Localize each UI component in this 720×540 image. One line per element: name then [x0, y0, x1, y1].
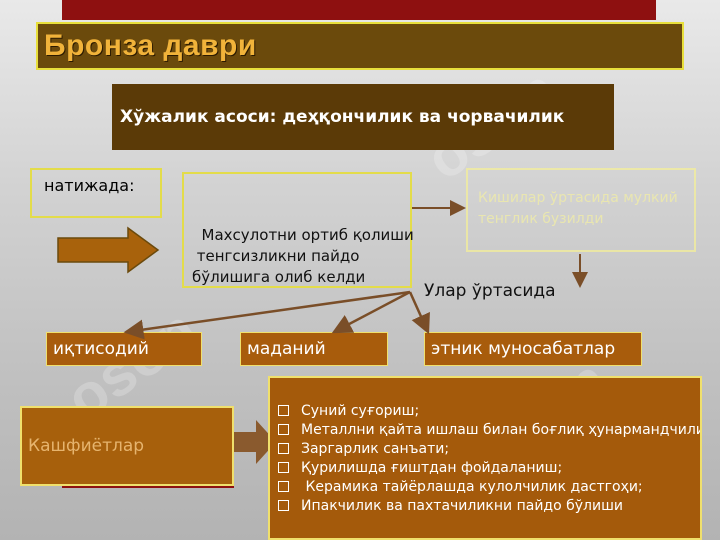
checkbox-bullet-icon [278, 500, 289, 511]
checkbox-bullet-icon [278, 481, 289, 492]
checkbox-bullet-icon [278, 424, 289, 435]
economy-basis-box: Хўжалик асоси: деҳқончилик ва чорвачилик [112, 84, 614, 150]
category-cultural: маданий [240, 332, 388, 366]
checkbox-bullet-icon [278, 443, 289, 454]
slide-title: Бронза даври [36, 22, 684, 70]
right-arrow-icon [57, 226, 160, 274]
surplus-text: Махсулотни ортиб қолиши тенгсизликни пай… [192, 226, 414, 286]
category-economic: иқтисодий [46, 332, 202, 366]
result-label-box: натижада: [30, 168, 162, 218]
result-label: натижада: [44, 176, 135, 195]
surplus-box: Махсулотни ортиб қолиши тенгсизликни пай… [182, 172, 414, 288]
list-item: Заргарлик санъати; [278, 440, 700, 459]
checkbox-bullet-icon [278, 405, 289, 416]
small-right-arrow-icon [234, 420, 276, 464]
between-label: Улар ўртасида [424, 281, 556, 301]
inequality-box: Кишилар ўртасида мулкий тенглик бузилди [466, 168, 696, 252]
list-item: Керамика тайёрлашда кулолчилик дастгоҳи; [278, 478, 700, 497]
inequality-text: Кишилар ўртасида мулкий тенглик бузилди [478, 190, 678, 227]
discoveries-list: Суний суғориш; Металлни қайта ишлаш била… [278, 402, 700, 516]
discoveries-label: Кашфиётлар [28, 436, 145, 456]
checkbox-bullet-icon [278, 462, 289, 473]
divider-line [62, 486, 234, 488]
discoveries-list-box: Суний суғориш; Металлни қайта ишлаш била… [268, 376, 702, 540]
discoveries-box: Кашфиётлар [20, 406, 234, 486]
list-item: Металлни қайта ишлаш билан боғлиқ ҳунарм… [278, 421, 700, 440]
category-ethnic: этник муносабатлар [424, 332, 642, 366]
connector-arrow [331, 290, 411, 334]
top-band [62, 0, 656, 20]
list-item: Ипакчилик ва пахтачиликни пайдо бўлиши [278, 497, 700, 516]
list-item: Қурилишда ғиштдан фойдаланиш; [278, 459, 700, 478]
list-item: Суний суғориш; [278, 402, 700, 421]
